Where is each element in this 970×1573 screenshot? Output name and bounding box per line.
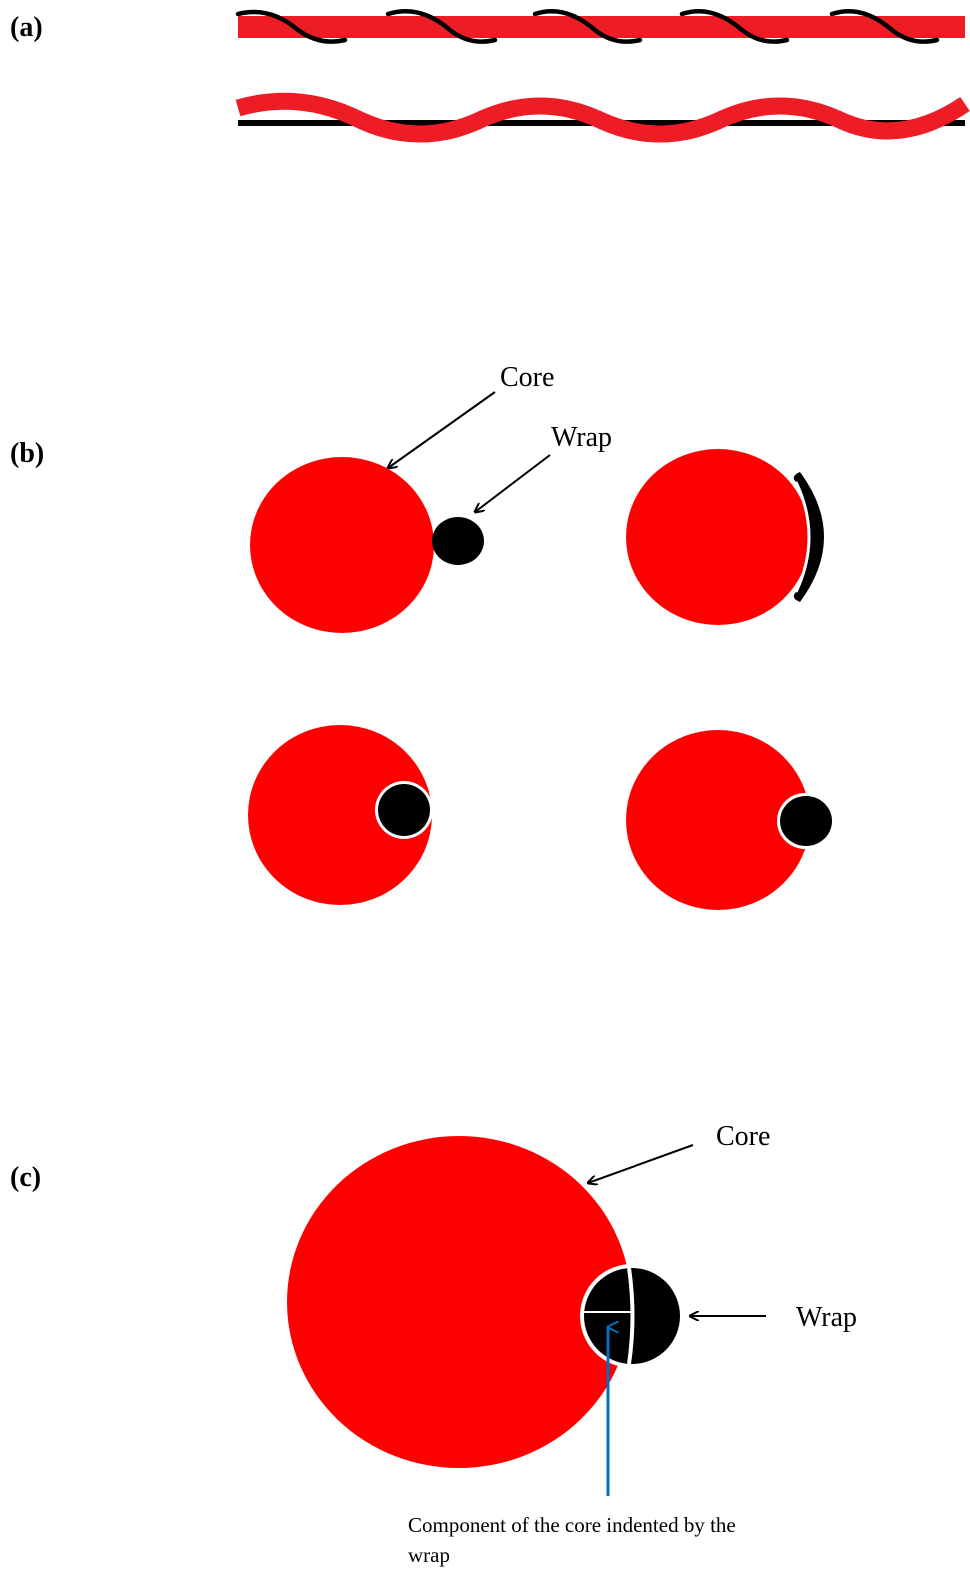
cross-section-separate xyxy=(250,457,484,633)
core-arrow-c xyxy=(588,1144,694,1183)
cross-section-detail xyxy=(287,1136,684,1468)
indented-component-caption-line2: wrap xyxy=(408,1543,450,1567)
cross-section-partial-indent xyxy=(626,730,833,910)
core-circle xyxy=(287,1136,631,1468)
panel-b-label: (b) xyxy=(10,438,44,469)
panel-a-yarn-top xyxy=(235,9,965,44)
core-strand-top xyxy=(238,16,965,38)
panel-c-label: (c) xyxy=(10,1162,41,1193)
core-circle xyxy=(626,449,810,625)
indented-component-caption-line1: Component of the core indented by the xyxy=(408,1513,736,1537)
wrap-helix-top xyxy=(235,9,940,44)
wrap-arrow-b xyxy=(475,454,551,512)
core-callout-b: Core xyxy=(500,362,554,393)
core-circle xyxy=(626,730,810,910)
panel-a-label: (a) xyxy=(10,12,43,43)
core-arrow-b xyxy=(388,391,496,468)
core-circle xyxy=(250,457,434,633)
wrap-circle xyxy=(432,517,484,565)
wrap-callout-c: Wrap xyxy=(796,1302,857,1333)
panel-a-yarn-bottom xyxy=(235,92,970,143)
core-callout-c: Core xyxy=(716,1121,770,1152)
indent-boundary xyxy=(627,1267,635,1365)
wrap-circle xyxy=(378,784,430,836)
wrap-crescent xyxy=(793,472,824,602)
core-wave-bottom xyxy=(235,92,970,143)
wrap-callout-b: Wrap xyxy=(551,422,612,453)
wrap-circle xyxy=(780,796,832,846)
cross-section-flattened-wrap xyxy=(626,449,824,625)
core-circle xyxy=(248,725,432,905)
cross-section-deep-indent xyxy=(248,725,433,905)
